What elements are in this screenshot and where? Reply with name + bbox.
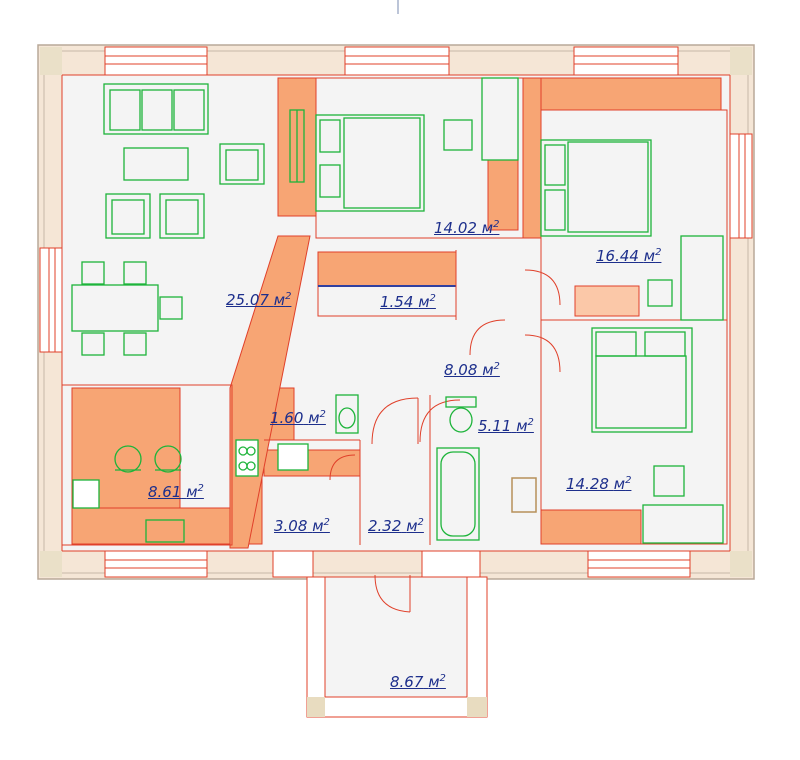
windows [39, 46, 753, 578]
area-label-kitchen: 8.61 м2 [148, 483, 204, 501]
area-label-wc: 1.60 м2 [270, 409, 326, 427]
room-outlines [61, 77, 728, 546]
area-label-bedroom-1: 14.02 м2 [434, 219, 500, 237]
area-label-boiler: 3.08 м2 [274, 517, 330, 535]
sink-fixture [511, 477, 537, 513]
area-label-closet: 1.54 м2 [380, 293, 436, 311]
porch [306, 576, 488, 718]
area-label-living: 25.07 м2 [226, 291, 292, 309]
area-label-vestibule: 2.32 м2 [368, 517, 424, 535]
area-label-hall: 8.08 м2 [444, 361, 500, 379]
furniture [71, 77, 724, 544]
doors [329, 269, 561, 613]
area-label-bedroom-2: 16.44 м2 [596, 247, 662, 265]
area-label-porch: 8.67 м2 [390, 673, 446, 691]
area-label-bedroom-3: 14.28 м2 [566, 475, 632, 493]
area-label-bathroom: 5.11 м2 [478, 418, 534, 434]
